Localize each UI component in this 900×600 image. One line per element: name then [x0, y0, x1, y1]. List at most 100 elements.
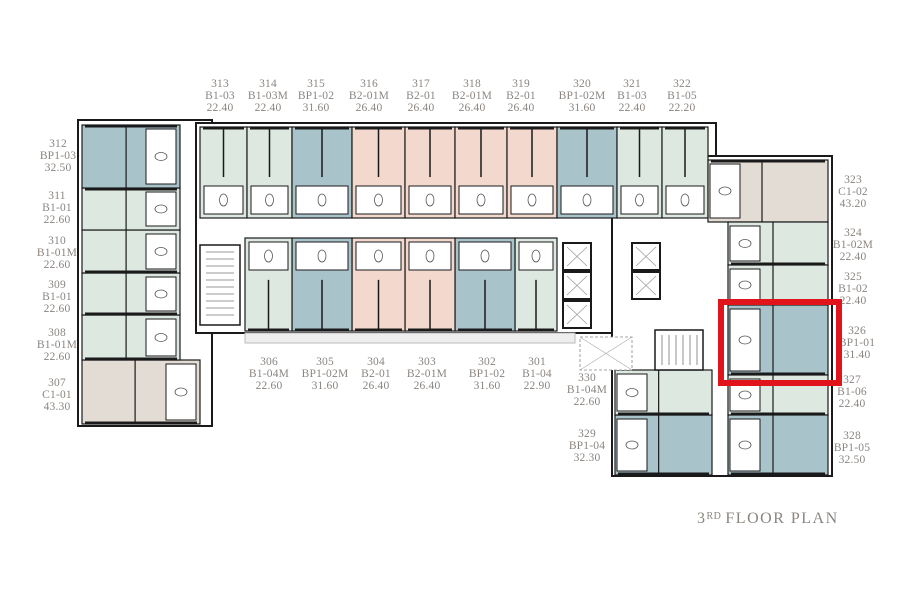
- bathroom: [145, 128, 177, 185]
- unit-number: 308: [48, 327, 66, 339]
- bathroom: [665, 185, 705, 215]
- unit-type: B1-04: [522, 368, 552, 380]
- bathroom: [518, 241, 554, 271]
- unit-type: B2-01M: [406, 368, 448, 380]
- unit-number: 318: [463, 78, 481, 90]
- unit-area: 26.40: [407, 102, 435, 114]
- toilet-icon: [374, 193, 383, 207]
- unit-type: BP1-04: [568, 440, 606, 452]
- unit-number: 312: [49, 138, 67, 150]
- toilet-icon: [582, 193, 592, 207]
- unit-type: BP1-02: [297, 90, 335, 102]
- unit-number: 329: [578, 428, 596, 440]
- bathroom: [729, 308, 761, 372]
- unit-number: 322: [673, 78, 691, 90]
- toilet-icon: [154, 247, 168, 256]
- toilet-icon: [154, 204, 168, 214]
- bathroom: [729, 268, 761, 302]
- toilet-icon: [317, 249, 327, 263]
- bathroom: [729, 418, 761, 472]
- toilet-icon: [531, 249, 541, 263]
- toilet-icon: [425, 193, 435, 207]
- bathroom: [620, 185, 659, 215]
- bathroom: [355, 241, 402, 271]
- unit-number: 321: [623, 78, 641, 90]
- unit-type: BP1-02M: [301, 368, 349, 380]
- bathroom: [616, 418, 648, 472]
- unit-type: B1-02: [838, 283, 868, 295]
- toilet-icon: [425, 249, 435, 263]
- elevator-cross-icon: [566, 304, 588, 325]
- toilet-icon: [174, 387, 188, 397]
- unit-number: 301: [528, 356, 546, 368]
- bathroom: [408, 185, 452, 215]
- highlighted-unit-box: [718, 299, 842, 386]
- balcony-ledge: [244, 332, 576, 344]
- unit-type: B1-02M: [832, 239, 874, 251]
- toilet-icon: [527, 193, 537, 207]
- unit-area: 22.60: [43, 214, 71, 226]
- unit-number: 319: [512, 78, 530, 90]
- unit-area: 22.60: [573, 396, 601, 408]
- unit-number: 325: [844, 271, 862, 283]
- elevator-cross-icon: [635, 275, 657, 296]
- unit-area: 22.40: [206, 102, 234, 114]
- unit-area: 22.40: [839, 251, 867, 263]
- unit-number: 314: [259, 78, 277, 90]
- unit-type: C1-02: [838, 186, 868, 198]
- floor-plan-text: FLOOR PLAN: [725, 510, 839, 527]
- toilet-icon: [738, 335, 752, 345]
- toilet-icon: [476, 193, 486, 207]
- unit-number: 320: [573, 78, 591, 90]
- toilet-icon: [738, 280, 752, 290]
- stairwell-west: [199, 244, 241, 326]
- unit-area: 32.50: [44, 162, 72, 174]
- unit-number: 313: [211, 78, 229, 90]
- unit-type: BP1-03: [39, 150, 77, 162]
- bathroom: [295, 185, 349, 215]
- unit-number: 304: [367, 356, 385, 368]
- unit-number: 328: [843, 430, 861, 442]
- toilet-icon: [317, 193, 327, 207]
- unit-number: 305: [316, 356, 334, 368]
- bathroom: [408, 241, 452, 271]
- bathroom: [145, 191, 177, 227]
- bathroom: [145, 276, 177, 312]
- unit-type: B1-04M: [566, 384, 608, 396]
- unit-number: 311: [48, 190, 66, 202]
- unit-area: 26.40: [507, 102, 535, 114]
- unit-type: BP1-01: [838, 337, 876, 349]
- unit-area: 22.40: [254, 102, 282, 114]
- unit-type: B2-01: [406, 90, 436, 102]
- bathroom: [145, 318, 177, 357]
- bathroom: [616, 373, 648, 412]
- unit-number: 303: [418, 356, 436, 368]
- unit-area: 31.60: [311, 380, 339, 392]
- unit-area: 22.40: [618, 102, 646, 114]
- unit-type: B2-01: [361, 368, 391, 380]
- bathroom: [165, 363, 197, 421]
- unit-number: 310: [48, 235, 66, 247]
- unit-type: B1-06: [837, 386, 867, 398]
- bathroom: [729, 225, 761, 262]
- unit-area: 32.50: [838, 454, 866, 466]
- unit-area: 22.90: [523, 380, 551, 392]
- unit-number: 330: [578, 372, 596, 384]
- bathroom: [510, 185, 554, 215]
